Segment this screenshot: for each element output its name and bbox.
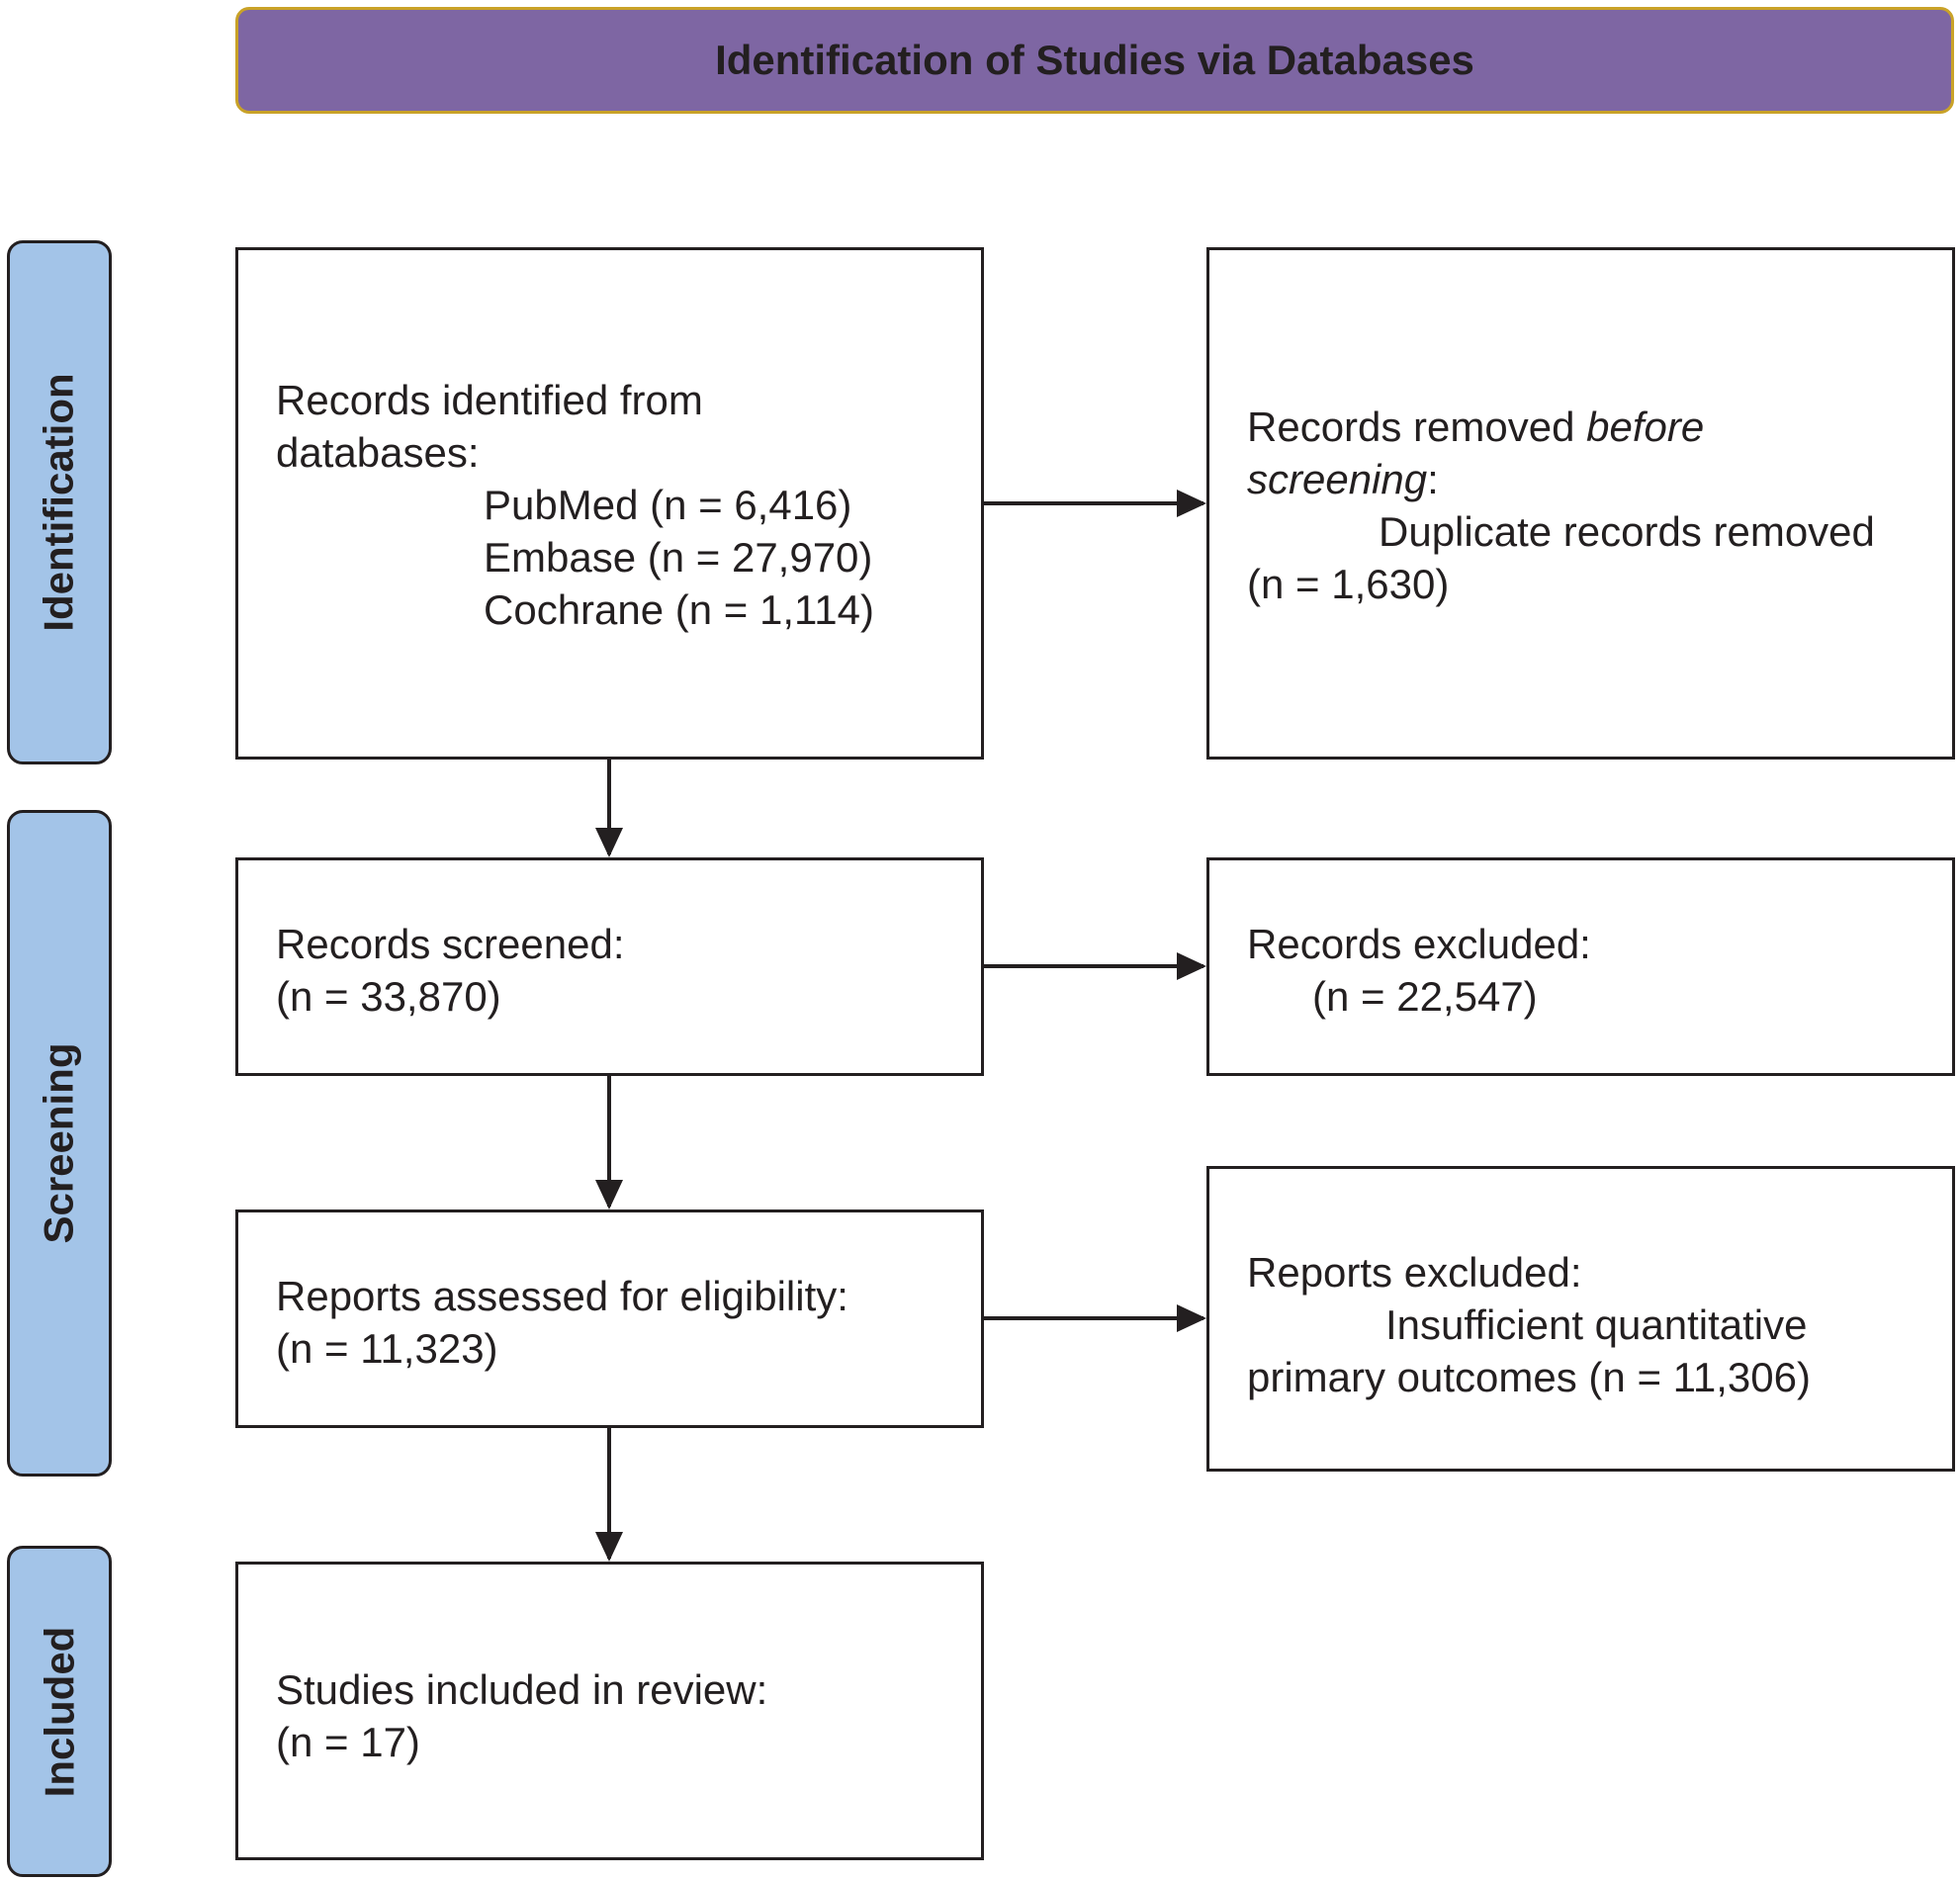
stage-identification: Identification	[7, 240, 112, 764]
duplicate-records-count: (n = 1,630)	[1247, 561, 1450, 607]
included-count: (n = 17)	[276, 1719, 420, 1765]
reports-assessed-box: Reports assessed for eligibility: (n = 1…	[235, 1209, 984, 1428]
excluded-count: (n = 22,547)	[1312, 973, 1538, 1020]
stage-included: Included	[7, 1546, 112, 1877]
removed-before: before	[1586, 403, 1705, 450]
excluded-label: Records excluded:	[1247, 921, 1591, 967]
diagram-title: Identification of Studies via Databases	[715, 37, 1474, 83]
screened-label: Records screened:	[276, 921, 625, 967]
arrowhead-excluded	[1177, 952, 1206, 980]
reports-excluded-box: Reports excluded: Insufficient quantitat…	[1206, 1166, 1955, 1472]
assessed-label: Reports assessed for eligibility:	[276, 1273, 848, 1319]
reports-excluded-detail2: primary outcomes (n = 11,306)	[1247, 1354, 1811, 1400]
arrowhead-assessed	[595, 1180, 623, 1209]
duplicate-records-label: Duplicate records removed	[1379, 508, 1875, 555]
removed-label-line2: screening:	[1247, 453, 1952, 505]
identified-label-line2: databases:	[276, 429, 480, 476]
removed-colon: :	[1427, 456, 1439, 502]
records-removed-box: Records removed before screening: Duplic…	[1206, 247, 1955, 760]
arrowhead-included	[595, 1532, 623, 1562]
identified-label-line1: Records identified from	[276, 377, 703, 423]
cochrane-count: Cochrane (n = 1,114)	[484, 586, 874, 633]
records-excluded-box: Records excluded: (n = 22,547)	[1206, 857, 1955, 1076]
pubmed-count: PubMed (n = 6,416)	[484, 482, 852, 528]
records-identified-box: Records identified from databases: PubMe…	[235, 247, 984, 760]
arrowhead-removed	[1177, 490, 1206, 517]
included-label: Studies included in review:	[276, 1666, 768, 1713]
reports-excluded-label: Reports excluded:	[1247, 1249, 1582, 1296]
arrowhead-reports-excluded	[1177, 1304, 1206, 1332]
stage-screening: Screening	[7, 810, 112, 1477]
removed-label-line1: Records removed before	[1247, 401, 1952, 453]
records-screened-box: Records screened: (n = 33,870)	[235, 857, 984, 1076]
embase-count: Embase (n = 27,970)	[484, 534, 873, 581]
reports-excluded-detail1: Insufficient quantitative	[1385, 1301, 1808, 1348]
removed-prefix: Records removed	[1247, 403, 1587, 450]
studies-included-box: Studies included in review: (n = 17)	[235, 1562, 984, 1860]
assessed-count: (n = 11,323)	[276, 1325, 498, 1372]
screened-count: (n = 33,870)	[276, 973, 501, 1020]
arrowhead-screened	[595, 828, 623, 857]
removed-screening: screening	[1247, 456, 1428, 502]
header-banner: Identification of Studies via Databases	[235, 7, 1954, 114]
